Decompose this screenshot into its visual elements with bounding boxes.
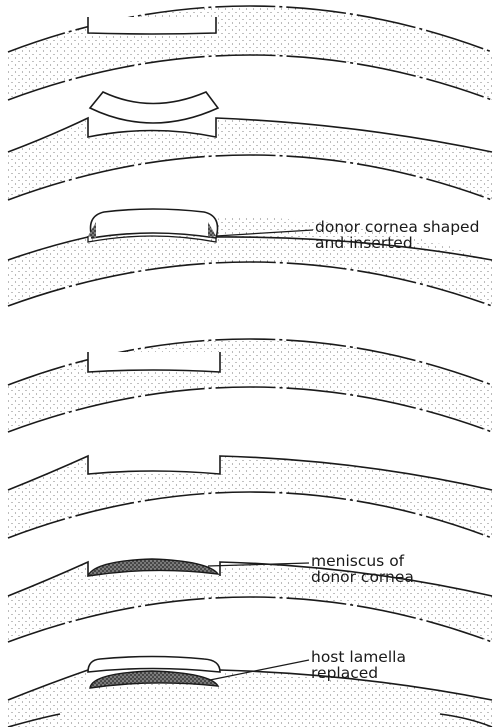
cornea-section [8,562,492,642]
lifted-lamella [90,92,218,123]
label-donor-shaped-line2: and inserted [315,234,413,252]
donor-cornea-plug [91,209,218,238]
panel-3-donor-inserted: donor cornea shaped and inserted [8,209,492,306]
host-lamella [88,657,220,673]
lamella-outline [88,352,220,372]
cornea-section [8,339,492,432]
panel-7-lamella-replaced: host lamella replaced [8,648,492,727]
cornea-section [8,456,492,538]
cornea-section [8,6,492,100]
panel-6-meniscus-placed: meniscus of donor cornea [8,552,492,642]
panel-2-lamella-lifted [8,92,492,200]
lamella-outline [88,17,216,34]
cornea-section [8,118,492,200]
panel-5-lamella-removed [8,456,492,538]
panel-1-cornea-incision-outline [8,6,492,100]
label-host-lamella-line2: replaced [311,664,378,682]
panel-4-cornea-incision-outline [8,339,492,432]
label-meniscus-line2: donor cornea [311,568,414,586]
cornea-section [8,670,492,727]
